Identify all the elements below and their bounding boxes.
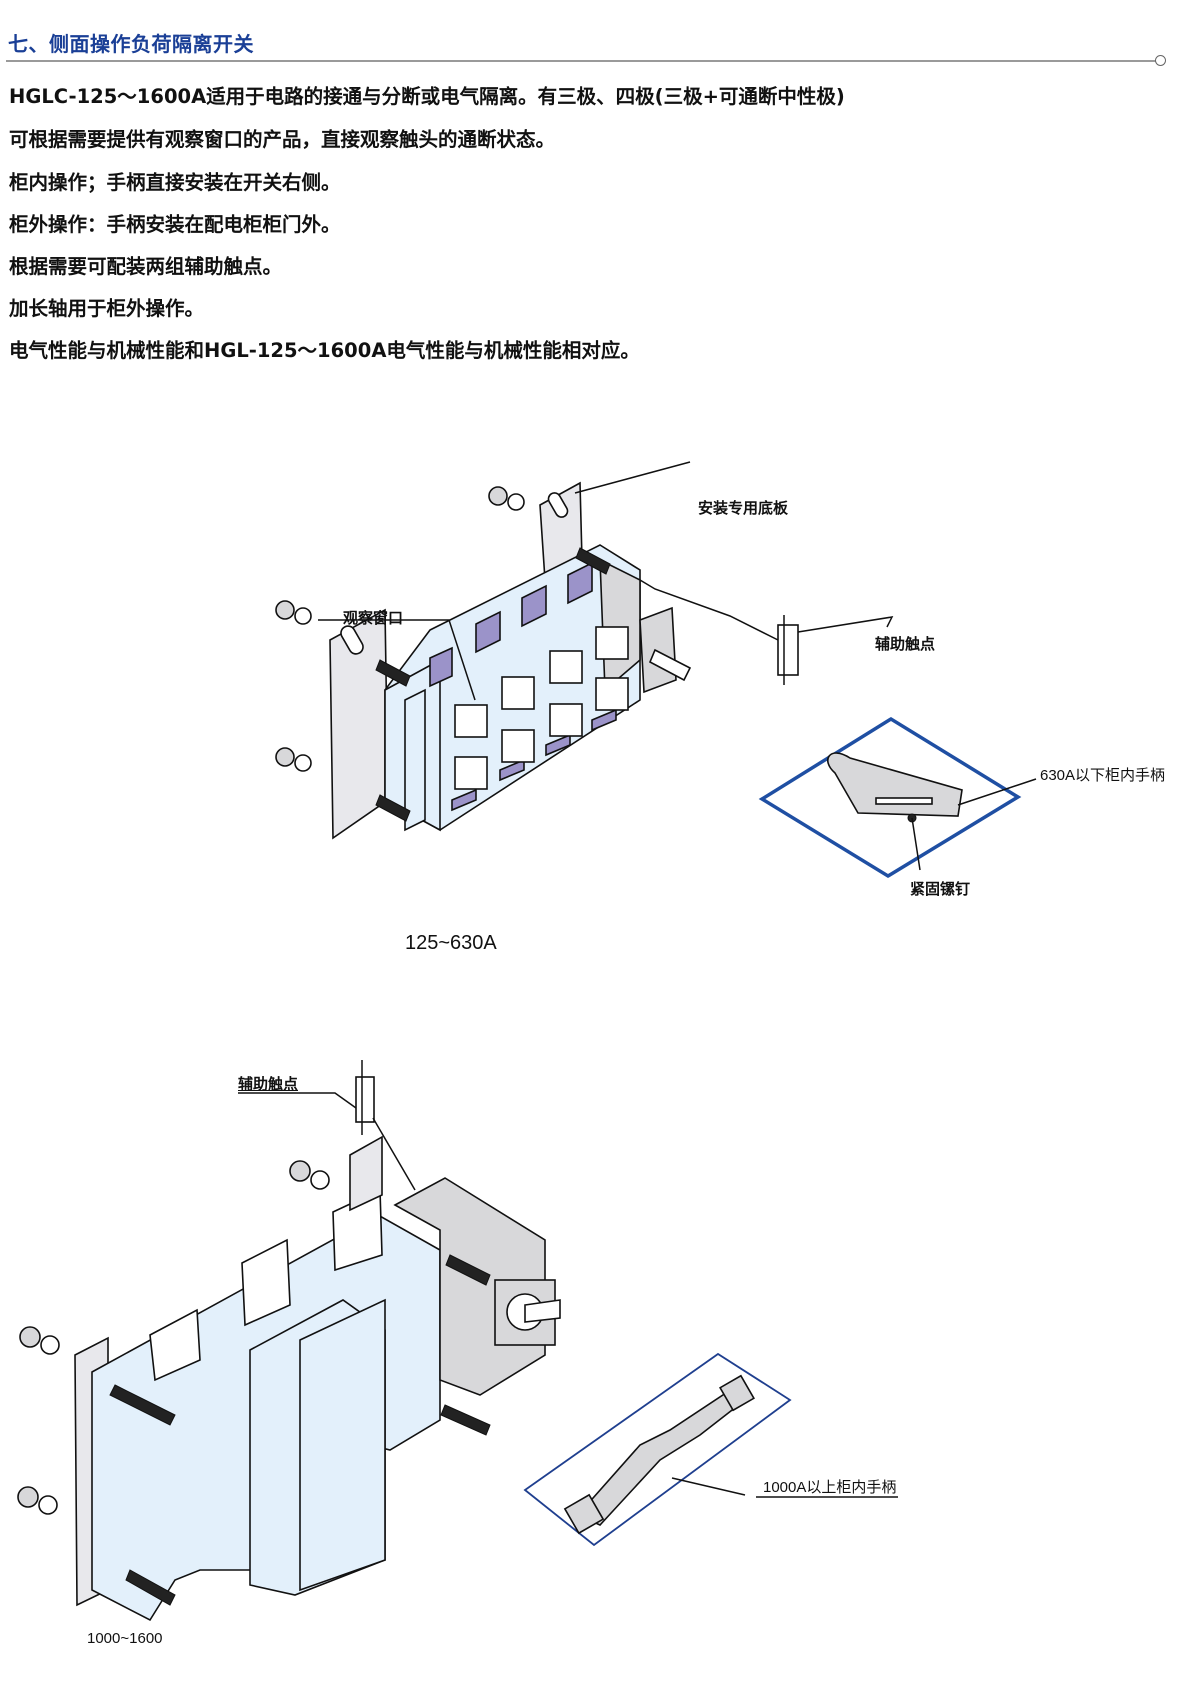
paragraph-4: 柜外操作：手柄安装在配电柜柜门外。 <box>9 213 341 236</box>
leader-observation-window <box>318 619 476 701</box>
paragraph-6: 加长轴用于柜外操作。 <box>9 297 205 320</box>
handle-inset-630a <box>758 716 1037 879</box>
label-handle-630a: 630A以下柜内手柄 <box>1040 767 1166 784</box>
label-aux-contact-2: 辅助触点 <box>238 1075 299 1093</box>
leader-aux-contact-1 <box>639 579 779 641</box>
label-mounting-plate: 安装专用底板 <box>698 499 789 517</box>
bolts <box>375 547 611 822</box>
header-divider <box>6 60 1156 62</box>
switch-body-2 <box>91 1214 441 1622</box>
label-observation-window: 观察窗口 <box>343 609 404 627</box>
side-shaft <box>639 606 692 694</box>
handle-1000a-icon <box>576 1383 746 1526</box>
aux-contact-device-2 <box>355 1060 375 1135</box>
divider-end-circle-icon <box>1155 55 1166 66</box>
nuts-washers-2 <box>17 1160 330 1515</box>
terminals-top <box>429 561 593 688</box>
leader-aux-contact-2a <box>238 1092 357 1109</box>
terminals-bottom <box>451 708 617 812</box>
leader-aux-contact-2b <box>372 1117 416 1191</box>
section-title: 七、侧面操作负荷隔离开关 <box>8 32 254 56</box>
label-aux-contact-1: 辅助触点 <box>875 635 936 653</box>
paragraph-7: 电气性能与机械性能和HGL-125～1600A电气性能与机械性能相对应。 <box>9 339 640 362</box>
figure-2-caption: 1000~1600 <box>87 1630 163 1647</box>
paragraph-3: 柜内操作；手柄直接安装在开关右侧。 <box>9 171 341 194</box>
inset-border-2 <box>523 1352 792 1547</box>
paragraph-5: 根据需要可配装两组辅助触点。 <box>9 255 283 278</box>
paragraph-1: HGLC-125～1600A适用于电路的接通与分断或电气隔离。有三极、四极(三极… <box>9 85 845 108</box>
busbar-terminals-2 <box>149 1188 383 1382</box>
nuts-washers <box>275 486 525 772</box>
label-handle-1000a: 1000A以上柜内手柄 <box>763 1479 897 1496</box>
figure-1-caption: 125~630A <box>405 932 497 954</box>
right-mounting-plate <box>539 481 583 582</box>
aux-contact-device <box>777 615 799 685</box>
paragraph-2: 可根据需要提供有观察窗口的产品，直接观察触头的通断状态。 <box>9 128 556 151</box>
label-set-screw: 紧固镙钉 <box>910 880 971 898</box>
inset-border <box>758 716 1022 879</box>
observation-windows <box>454 626 629 790</box>
bolts-2 <box>109 1254 491 1606</box>
leader-aux-contact-2 <box>797 616 894 633</box>
figure-1-drawing <box>275 461 1037 879</box>
operating-mechanism-2 <box>393 1177 561 1396</box>
leader-mounting-plate <box>574 461 691 494</box>
handle-inset-1000a <box>523 1352 898 1547</box>
upper-mounting-plate-2 <box>349 1135 383 1212</box>
